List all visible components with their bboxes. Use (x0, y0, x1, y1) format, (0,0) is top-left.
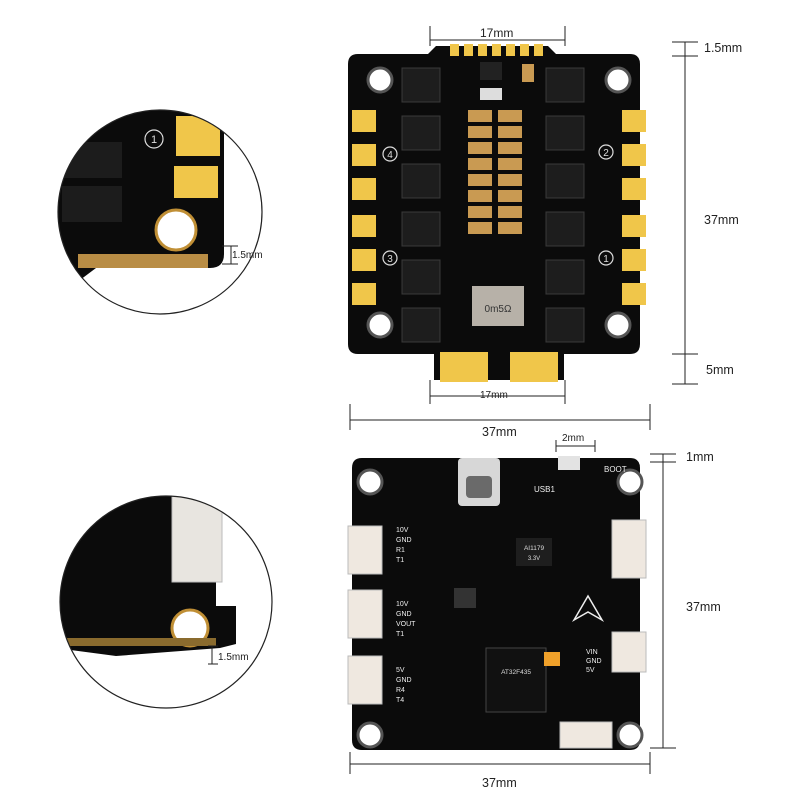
mount-offset-label: 1.5mm (704, 41, 743, 55)
bottom-tab-width-label: 17mm (480, 390, 508, 401)
top-width-label: 17mm (480, 26, 514, 40)
left-mid-pad-4: T1 (396, 631, 404, 638)
top-overall-width-label: 37mm (482, 425, 517, 439)
motor-number-1: 1 (603, 254, 609, 265)
right-mid-pad-1: VIN (586, 649, 598, 656)
zoom-inset-fc (59, 495, 273, 709)
left-top-pad-3: R1 (396, 547, 405, 554)
motor-number-3: 3 (387, 254, 393, 265)
fc-board: BOOT USB1 AT32F435 AI1179 3.3V 10V GND R… (347, 456, 647, 750)
motor-number-2: 2 (603, 148, 609, 159)
right-mid-pad-2: GND (586, 658, 602, 665)
boot-label: BOOT (604, 465, 627, 474)
left-low-pad-4: T4 (396, 697, 404, 704)
left-mid-pad-1: 10V (396, 601, 409, 608)
left-top-pad-4: T1 (396, 557, 404, 564)
inset-motor-number: 1 (151, 134, 157, 146)
motor-number-4: 4 (387, 150, 393, 161)
regulator-label: AI1179 (524, 545, 545, 552)
zoom-bottom-thickness-label: 1.5mm (218, 652, 249, 663)
usb-gap-label: 2mm (562, 433, 585, 444)
shunt-label: 0m5Ω (485, 304, 512, 315)
left-low-pad-3: R4 (396, 687, 405, 694)
right-mid-pad-3: 5V (586, 667, 595, 674)
left-mid-pad-2: GND (396, 611, 412, 618)
left-low-pad-1: 5V (396, 667, 405, 674)
mcu-label: AT32F435 (501, 669, 531, 676)
left-top-pad-1: 10V (396, 527, 409, 534)
bottom-height-label: 37mm (686, 600, 721, 614)
usb-label: USB1 (534, 485, 555, 494)
esc-board: 0m5Ω 4 3 2 1 (348, 44, 646, 382)
bottom-width-label: 37mm (482, 776, 517, 790)
tab-length-label: 5mm (706, 363, 734, 377)
bottom-mount-offset-label: 1mm (686, 450, 714, 464)
left-mid-pad-3: VOUT (396, 621, 416, 628)
left-low-pad-2: GND (396, 677, 412, 684)
zoom-top-thickness-label: 1.5mm (232, 250, 263, 261)
top-height-label: 37mm (704, 213, 739, 227)
regulator-voltage: 3.3V (528, 556, 540, 562)
zoom-inset-esc: 1 (57, 109, 263, 315)
left-top-pad-2: GND (396, 537, 412, 544)
